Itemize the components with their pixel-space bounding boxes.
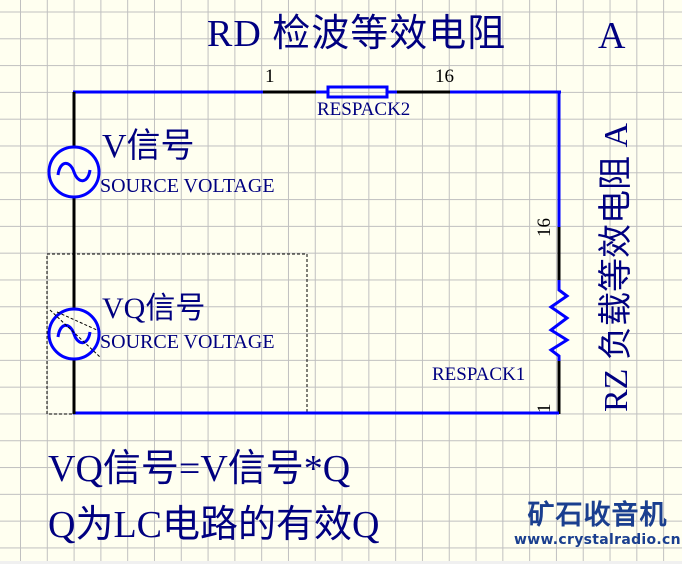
selection-diagonal [49,309,101,358]
watermark-name: 矿石收音机 [527,500,668,531]
respack2-body[interactable] [326,85,389,99]
note-line-1: VQ信号=V信号*Q [48,448,351,490]
respack2-pin-right-number: 16 [435,66,454,87]
note-line-2: Q为LC电路的有效Q [48,504,380,546]
respack1-pin-bottom-number: 1 [534,403,555,414]
diagram-title: RD 检波等效电阻 [207,13,507,55]
sine-wave-icon [56,161,92,183]
respack2-designator[interactable]: RESPACK2 [317,99,411,120]
source-vq-type: SOURCE VOLTAGE [100,331,275,353]
watermark-logo: 矿石收音机 www.crystalradio.cn [514,500,681,549]
source-vq-name[interactable]: VQ信号 [102,292,206,325]
source-v-circle-icon [47,145,101,199]
selection-diagonal [56,311,98,331]
respack1-zigzag-resistor[interactable] [548,280,570,361]
respack2-pin-left-number: 1 [265,66,275,87]
watermark-url: www.crystalradio.cn [514,532,681,549]
source-v-name[interactable]: V信号 [102,128,195,165]
respack1-pin-top-number: 16 [534,218,555,237]
source-vq-circle-icon [47,307,101,361]
sine-wave-icon [56,323,92,345]
source-vq-symbol[interactable] [47,307,101,361]
load-resistor-label: RZ 负载等效电阻 A [598,123,635,412]
respack1-designator[interactable]: RESPACK1 [432,364,526,385]
source-v-symbol[interactable] [47,145,101,199]
corner-label: A [598,15,626,57]
source-v-type: SOURCE VOLTAGE [100,175,275,197]
bottom-scroll-strip [0,561,682,564]
